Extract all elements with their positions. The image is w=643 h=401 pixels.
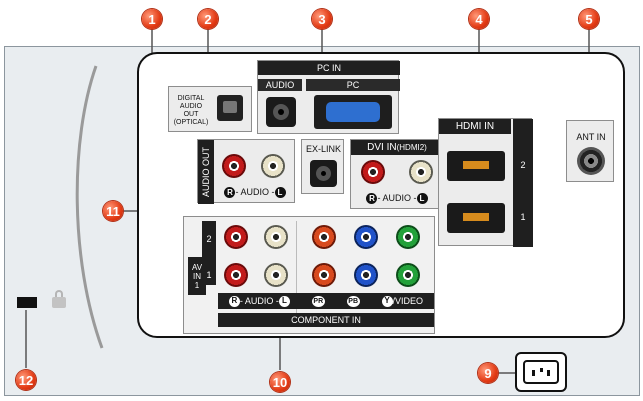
audio-out-title: AUDIO OUT	[198, 140, 214, 204]
av2-audio-left-jack[interactable]	[264, 225, 288, 249]
av1-pb-jack[interactable]	[354, 263, 378, 287]
cable-curve	[75, 65, 104, 349]
dvi-audio-caption: R- AUDIO -L	[357, 193, 437, 204]
av1-audio-right-jack[interactable]	[224, 263, 248, 287]
audio-out-left-jack[interactable]	[261, 154, 285, 178]
av1-pr-jack[interactable]	[312, 263, 336, 287]
hdmi-port-2[interactable]	[447, 151, 505, 181]
dvi-audio-right-jack[interactable]	[361, 160, 385, 184]
callout-1: 1	[142, 9, 162, 29]
vga-port[interactable]	[314, 95, 392, 129]
pc-label: PC	[306, 79, 400, 91]
left-badge: L	[274, 187, 286, 198]
video-caption: Y/VIDEO	[381, 295, 423, 307]
callout-12: 12	[16, 370, 36, 390]
callout-3: 3	[312, 9, 332, 29]
component-in-title: COMPONENT IN	[218, 313, 434, 327]
pc-in-title: PC IN	[258, 61, 400, 75]
dvi-in-group: DVI IN(HDMI2) R- AUDIO -L	[350, 139, 443, 209]
callout-10: 10	[270, 372, 290, 392]
callout-2: 2	[198, 9, 218, 29]
hdmi-number-strip: 2 1	[513, 119, 533, 247]
power-socket[interactable]	[515, 352, 567, 392]
pc-audio-jack[interactable]	[266, 97, 296, 127]
audio-out-right-jack[interactable]	[222, 154, 246, 178]
callout-4: 4	[469, 9, 489, 29]
audio-out-group: AUDIO OUT R- AUDIO -L	[197, 139, 295, 204]
antenna-port[interactable]	[577, 147, 605, 175]
lock-icon	[52, 290, 66, 308]
callout-9: 9	[478, 363, 498, 383]
row-strip: 2 1	[202, 221, 216, 285]
component-pr-jack[interactable]	[312, 225, 336, 249]
row-label-1: 1	[206, 270, 212, 280]
audio-out-caption: R- AUDIO -L	[218, 187, 292, 198]
hdmi-in-group: HDMI IN 2 1	[438, 118, 533, 247]
hdmi-port-1[interactable]	[447, 203, 505, 233]
callout-5: 5	[579, 9, 599, 29]
ex-link-title: EX-LINK	[305, 144, 341, 154]
row-label-2: 2	[206, 234, 212, 244]
av1-video-jack[interactable]	[396, 263, 420, 287]
pc-audio-label: AUDIO	[258, 79, 302, 91]
av-caption-strip: R- AUDIO -L PR PB Y/VIDEO	[218, 293, 434, 309]
av1-audio-left-jack[interactable]	[264, 263, 288, 287]
ant-in-title: ANT IN	[576, 132, 606, 142]
pb-badge: PB	[346, 295, 360, 307]
pc-in-group: PC IN AUDIO PC	[257, 60, 400, 134]
pr-badge: PR	[311, 295, 325, 307]
av2-audio-right-jack[interactable]	[224, 225, 248, 249]
ex-link-group: EX-LINK	[301, 139, 344, 194]
callout-11: 11	[103, 201, 123, 221]
optical-port[interactable]	[217, 95, 243, 121]
ex-link-port[interactable]	[310, 160, 337, 187]
component-y-jack[interactable]	[396, 225, 420, 249]
hdmi-port-number-2: 2	[520, 160, 526, 170]
hdmi-port-number-1: 1	[520, 212, 526, 222]
ant-in-group: ANT IN	[566, 120, 614, 182]
av-audio-caption: R- AUDIO -L	[228, 295, 290, 307]
hdmi-in-title: HDMI IN	[439, 119, 511, 134]
component-pb-jack[interactable]	[354, 225, 378, 249]
dvi-in-title: DVI IN(HDMI2)	[351, 140, 443, 155]
kensington-slot[interactable]	[17, 297, 37, 308]
dvi-audio-left-jack[interactable]	[409, 160, 433, 184]
right-badge: R	[224, 187, 236, 198]
